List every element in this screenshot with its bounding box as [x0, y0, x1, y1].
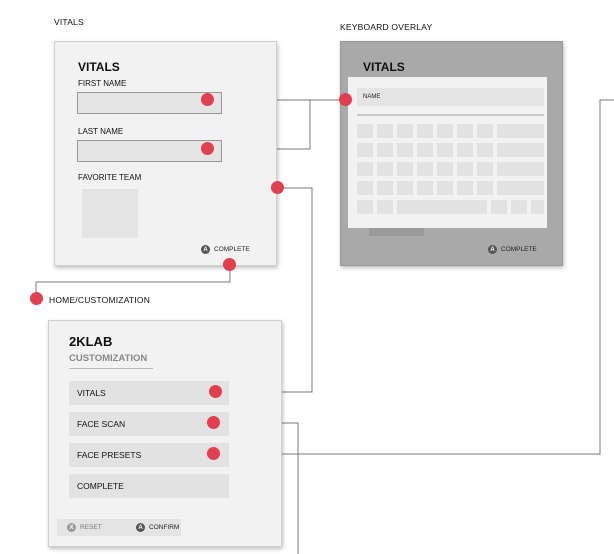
keyboard-key[interactable] [377, 200, 393, 214]
vitals-section-label: VITALS [54, 17, 84, 27]
keyboard-key[interactable] [377, 124, 393, 138]
footer-bar [57, 519, 181, 536]
confirm-label: CONFIRM [149, 524, 180, 531]
keyboard-complete-button[interactable]: A COMPLETE [488, 245, 537, 254]
keyboard-complete-label: COMPLETE [501, 246, 537, 253]
menu-item-face-presets[interactable]: FACE PRESETS [69, 443, 229, 467]
hotspot-favorite-team[interactable] [271, 181, 284, 194]
first-name-field[interactable] [77, 92, 222, 114]
keyboard-key[interactable] [397, 124, 413, 138]
keyboard-key[interactable] [357, 162, 373, 176]
last-name-field[interactable] [77, 140, 222, 162]
keyboard-key[interactable] [397, 181, 413, 195]
keyboard-overlay-title: VITALS [363, 60, 405, 74]
favorite-team-label: FAVORITE TEAM [78, 173, 142, 182]
keyboard-key[interactable] [417, 181, 433, 195]
keyboard-key[interactable] [497, 181, 544, 195]
keyboard-key[interactable] [457, 143, 473, 157]
keyboard-key[interactable] [417, 143, 433, 157]
keyboard-key[interactable] [497, 124, 544, 138]
customization-panel: 2KLAB CUSTOMIZATION VITALS FACE SCAN FAC… [48, 320, 282, 547]
complete-button[interactable]: A COMPLETE [201, 245, 250, 254]
keyboard-key[interactable] [457, 162, 473, 176]
keyboard-key[interactable] [417, 124, 433, 138]
keyboard-name-field-label: NAME [363, 94, 381, 100]
menu-item-complete[interactable]: COMPLETE [69, 474, 229, 498]
confirm-button[interactable]: A CONFIRM [136, 523, 179, 532]
hotspot-menu-face-scan[interactable] [207, 416, 220, 429]
reset-button[interactable]: X RESET [67, 523, 102, 532]
keyboard-key[interactable] [511, 200, 527, 214]
reset-label: RESET [80, 524, 102, 531]
home-customization-label: HOME/CUSTOMIZATION [49, 295, 151, 305]
vitals-panel: VITALS FIRST NAME LAST NAME FAVORITE TEA… [54, 41, 277, 266]
complete-label: COMPLETE [214, 246, 250, 253]
menu-item-complete-label: COMPLETE [77, 481, 124, 491]
keyboard-key[interactable] [457, 124, 473, 138]
last-name-label: LAST NAME [78, 127, 124, 136]
customization-panel-subtitle: CUSTOMIZATION [69, 353, 148, 364]
keyboard-sheet: NAME [348, 77, 547, 228]
keyboard-key[interactable] [497, 162, 544, 176]
hotspot-home-customization[interactable] [30, 292, 43, 305]
keyboard-key[interactable] [497, 143, 544, 157]
vitals-panel-title: VITALS [78, 60, 120, 74]
keyboard-overlay-panel: VITALS NAME A COMPLETE [340, 41, 563, 266]
a-button-icon: A [488, 245, 497, 254]
keyboard-key[interactable] [437, 143, 453, 157]
keyboard-tab [369, 228, 424, 236]
keyboard-key[interactable] [491, 200, 507, 214]
keyboard-key[interactable] [357, 143, 373, 157]
hotspot-complete[interactable] [223, 258, 236, 271]
a-button-icon: A [136, 523, 145, 532]
menu-item-face-scan[interactable]: FACE SCAN [69, 412, 229, 436]
keyboard-key[interactable] [377, 143, 393, 157]
a-button-icon: A [201, 245, 210, 254]
x-button-icon: X [67, 523, 76, 532]
keyboard-name-field[interactable]: NAME [357, 88, 544, 106]
hotspot-last-name[interactable] [201, 142, 214, 155]
keyboard-key[interactable] [437, 162, 453, 176]
keyboard-key[interactable] [357, 124, 373, 138]
keyboard-key[interactable] [357, 200, 373, 214]
menu-item-vitals-label: VITALS [77, 388, 106, 398]
keyboard-divider [357, 114, 544, 116]
keyboard-key[interactable] [397, 200, 487, 214]
keyboard-key[interactable] [437, 181, 453, 195]
keyboard-key[interactable] [417, 162, 433, 176]
keyboard-key[interactable] [377, 181, 393, 195]
keyboard-key[interactable] [457, 181, 473, 195]
menu-item-face-scan-label: FACE SCAN [77, 419, 126, 429]
keyboard-key[interactable] [477, 162, 493, 176]
customization-panel-title: 2KLAB [69, 334, 113, 349]
keyboard-key[interactable] [477, 143, 493, 157]
hotspot-menu-vitals[interactable] [209, 385, 222, 398]
menu-item-vitals[interactable]: VITALS [69, 381, 229, 405]
connector-complete-to-home [35, 266, 231, 298]
keyboard-key[interactable] [357, 181, 373, 195]
menu-item-face-presets-label: FACE PRESETS [77, 450, 142, 460]
connector-face-presets-right [220, 99, 614, 455]
keyboard-key[interactable] [397, 162, 413, 176]
keyboard-key[interactable] [477, 181, 493, 195]
hotspot-first-name[interactable] [201, 93, 214, 106]
keyboard-key[interactable] [377, 162, 393, 176]
keyboard-key[interactable] [477, 124, 493, 138]
favorite-team-selector[interactable] [82, 189, 138, 238]
subtitle-underline [69, 368, 153, 369]
hotspot-keyboard-name[interactable] [339, 93, 352, 106]
keyboard-key[interactable] [397, 143, 413, 157]
keyboard-overlay-section-label: KEYBOARD OVERLAY [340, 22, 433, 32]
keyboard-key[interactable] [531, 200, 544, 214]
keyboard-key[interactable] [437, 124, 453, 138]
first-name-label: FIRST NAME [78, 79, 127, 88]
hotspot-menu-face-presets[interactable] [207, 447, 220, 460]
